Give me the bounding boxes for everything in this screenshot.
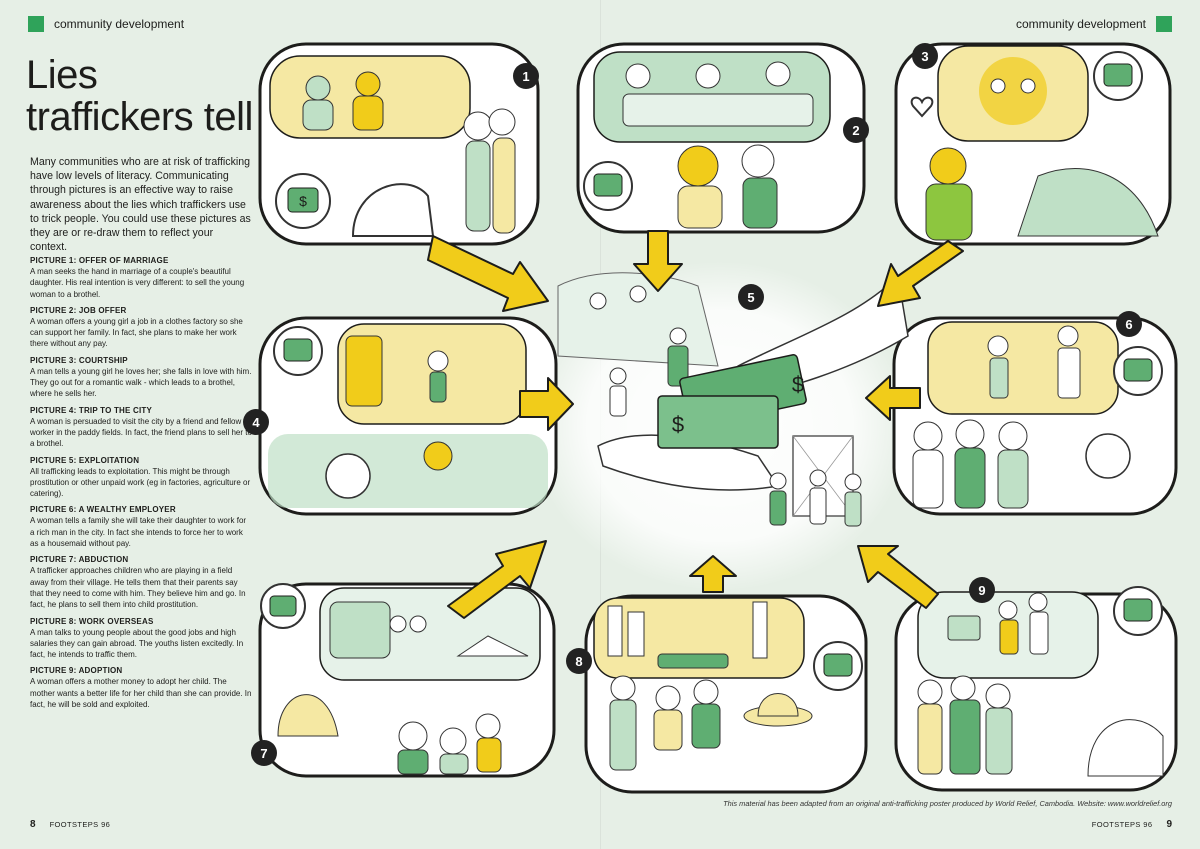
publication-label: FOOTSTEPS 96 — [49, 820, 111, 829]
title-line: traffickers tell — [26, 95, 253, 139]
picture-description: PICTURE 4: TRIP TO THE CITY A woman is p… — [30, 405, 252, 450]
panel-badge-2: 2 — [843, 117, 869, 143]
picture-heading: PICTURE 1: OFFER OF MARRIAGE — [30, 256, 169, 265]
panel-courtship — [894, 42, 1172, 246]
picture-text: A man talks to young people about the go… — [30, 627, 244, 660]
picture-text: All trafficking leads to exploitation. T… — [30, 466, 251, 499]
page-title: Lies traffickers tell — [26, 54, 253, 138]
picture-text: A man seeks the hand in marriage of a co… — [30, 267, 245, 299]
footer-right: FOOTSTEPS 96 9 — [1092, 819, 1172, 830]
section-marker — [28, 16, 44, 32]
picture-text: A woman is persuaded to visit the city b… — [30, 416, 252, 449]
panel-offer-of-marriage: $ — [258, 42, 540, 246]
trafficking-illustration: $ — [258, 42, 1178, 794]
picture-description: PICTURE 3: COURTSHIP A man tells a young… — [30, 355, 252, 400]
intro-paragraph: Many communities who are at risk of traf… — [30, 156, 251, 254]
picture-text: A man tells a young girl he loves her; s… — [30, 366, 252, 399]
page-number: 9 — [1166, 819, 1172, 830]
picture-description: PICTURE 5: EXPLOITATION All trafficking … — [30, 455, 252, 500]
picture-description: PICTURE 9: ADOPTION A woman offers a mot… — [30, 665, 252, 710]
picture-heading: PICTURE 5: EXPLOITATION — [30, 455, 140, 465]
picture-heading: PICTURE 2: JOB OFFER — [30, 305, 127, 315]
picture-heading: PICTURE 7: ABDUCTION — [30, 555, 129, 565]
picture-heading: PICTURE 6: A WEALTHY EMPLOYER — [30, 505, 176, 515]
panel-badge-6: 6 — [1116, 311, 1142, 337]
panel-badge-7: 7 — [251, 740, 277, 766]
picture-heading: PICTURE 4: TRIP TO THE CITY — [30, 405, 153, 415]
money-symbol: $ — [299, 193, 307, 209]
section-label: community development — [1015, 17, 1146, 31]
panel-badge-8: 8 — [566, 648, 592, 674]
panel-badge-4: 4 — [243, 409, 269, 435]
panel-badge-5: 5 — [738, 284, 764, 310]
arrow-8 — [689, 555, 737, 593]
picture-description: PICTURE 1: OFFER OF MARRIAGE A man seeks… — [30, 255, 252, 300]
arrows — [427, 230, 964, 619]
section-header-right: community development — [1016, 16, 1172, 32]
picture-heading: PICTURE 3: COURTSHIP — [30, 355, 128, 365]
panel-job-offer — [576, 42, 866, 234]
arrow-4 — [519, 377, 574, 431]
footer-left: 8 FOOTSTEPS 96 — [30, 819, 110, 830]
picture-descriptions: PICTURE 1: OFFER OF MARRIAGE A man seeks… — [30, 255, 252, 715]
publication-label: FOOTSTEPS 96 — [1091, 820, 1153, 829]
panel-badge-1: 1 — [513, 63, 539, 89]
source-credit: This material has been adapted from an o… — [723, 799, 1172, 808]
title-line: Lies — [26, 53, 98, 97]
section-marker — [1156, 16, 1172, 32]
panel-exploitation: $ $ — [557, 272, 909, 527]
money-symbol: $ — [792, 372, 804, 397]
picture-description: PICTURE 8: WORK OVERSEAS A man talks to … — [30, 616, 252, 661]
picture-text: A woman offers a young girl a job in a c… — [30, 316, 243, 349]
panel-trip-to-city — [258, 316, 558, 516]
picture-description: PICTURE 6: A WEALTHY EMPLOYER A woman te… — [30, 504, 252, 549]
panel-wealthy-employer — [892, 316, 1178, 516]
arrow-6 — [865, 375, 921, 421]
arrow-3 — [877, 240, 964, 307]
picture-text: A woman tells a family she will take the… — [30, 516, 247, 549]
arrow-1 — [427, 235, 549, 312]
panel-abduction — [258, 582, 556, 778]
section-label: community development — [54, 17, 185, 31]
panel-badge-9: 9 — [969, 577, 995, 603]
panel-adoption — [894, 586, 1178, 792]
section-header-left: community development — [28, 16, 184, 32]
picture-heading: PICTURE 8: WORK OVERSEAS — [30, 616, 154, 626]
money-notes: $ $ — [657, 354, 807, 449]
arrow-7 — [447, 540, 547, 619]
panel-work-overseas — [584, 594, 868, 794]
picture-description: PICTURE 2: JOB OFFER A woman offers a yo… — [30, 305, 252, 350]
page-number: 8 — [30, 819, 36, 830]
panel-badge-3: 3 — [912, 43, 938, 69]
money-symbol: $ — [672, 412, 684, 437]
picture-text: A trafficker approaches children who are… — [30, 566, 246, 610]
picture-heading: PICTURE 9: ADOPTION — [30, 666, 123, 676]
arrow-2 — [633, 230, 683, 292]
arrow-9 — [857, 545, 939, 609]
picture-description: PICTURE 7: ABDUCTION A trafficker approa… — [30, 554, 252, 610]
picture-text: A woman offers a mother money to adopt h… — [30, 677, 252, 710]
